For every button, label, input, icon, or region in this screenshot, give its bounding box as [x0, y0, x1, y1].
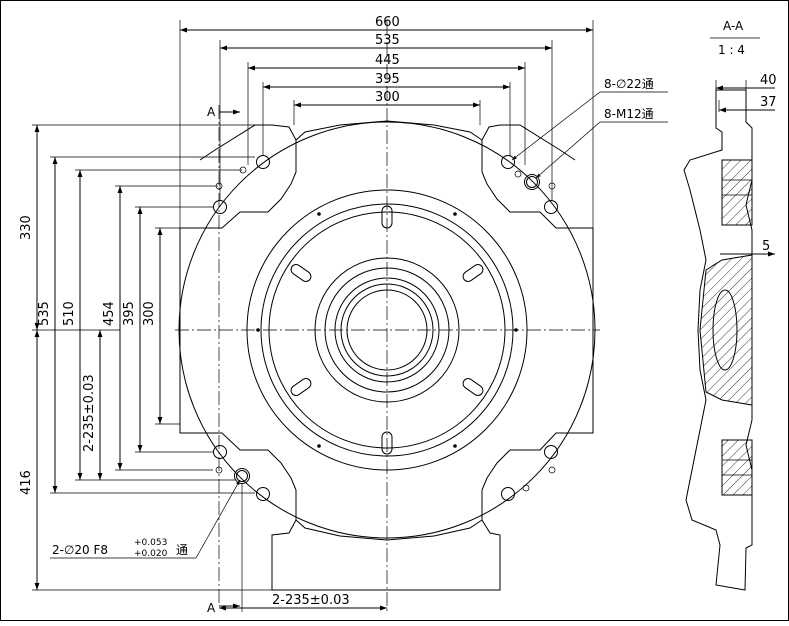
- main-view: A A: [175, 20, 600, 615]
- hole-22: [213, 445, 227, 459]
- section-scale: 1 : 4: [718, 43, 745, 57]
- hole-22: [544, 200, 558, 214]
- hole-22: [213, 200, 227, 214]
- hatch-lower-block: [721, 439, 753, 496]
- slot-lower-left: [290, 378, 312, 396]
- dim-330: 330: [19, 215, 34, 240]
- corner-holes: [213, 155, 558, 501]
- section-marker-top: A: [207, 105, 216, 119]
- hole-m12-inner: [526, 176, 538, 188]
- dim-535: 535: [375, 33, 400, 48]
- flange-ring-outer: [246, 189, 528, 471]
- slot-lower-right: [462, 378, 484, 396]
- hole-22: [501, 155, 515, 169]
- dim-235-tolerance-vertical: 2-235±0.03: [82, 374, 97, 452]
- dim-395: 395: [375, 72, 400, 87]
- plate-top-edge: [295, 120, 483, 141]
- bore-ring-outer: [334, 277, 440, 383]
- bottom-dimension: 2-235±0.03: [219, 484, 387, 612]
- callout-fit-suffix: 通: [176, 543, 188, 557]
- callout-holes-22: 8-∅22通: [604, 77, 654, 91]
- hole-f8-inner: [236, 470, 248, 482]
- small-hole: [548, 466, 556, 474]
- left-dimensions: 330 535 510 454 395 300 2-235±0.03 416: [19, 124, 272, 591]
- section-bore: [712, 289, 738, 371]
- section-marker-bottom: A: [207, 601, 216, 615]
- section-label: A-A: [723, 19, 744, 33]
- boss-ring-outer: [314, 257, 460, 403]
- dim-395-vertical: 395: [122, 301, 137, 326]
- bore-ring-core: [346, 289, 428, 371]
- dim-454: 454: [102, 301, 117, 326]
- outer-circle: [178, 121, 596, 539]
- callouts: 8-∅22通 8-M12通 2-∅20 F8 +0.053 +0.020 通: [50, 77, 668, 559]
- dim-5: 5: [762, 239, 770, 254]
- slot-upper-left: [290, 264, 312, 282]
- callout-fit-main: 2-∅20 F8: [52, 543, 108, 557]
- small-hole: [514, 170, 522, 178]
- bore-ring-inner: [340, 283, 434, 377]
- hole-f8: [234, 468, 250, 484]
- slot-upper-right: [462, 264, 484, 282]
- hole-22: [256, 155, 270, 169]
- hole-22: [501, 487, 515, 501]
- dim-37: 37: [760, 95, 777, 110]
- dim-535-vertical: 535: [37, 301, 52, 326]
- dim-300-vertical: 300: [142, 301, 157, 326]
- hatch-upper-block: [721, 159, 753, 226]
- top-dimensions: 660 535 445 395 300: [179, 15, 594, 228]
- flange-ring-mid: [260, 203, 514, 457]
- dim-300: 300: [375, 90, 400, 105]
- callout-holes-m12: 8-M12通: [604, 107, 654, 121]
- small-hole: [522, 484, 530, 492]
- dim-510: 510: [62, 301, 77, 326]
- hole-22: [256, 487, 270, 501]
- slot-top: [381, 205, 393, 229]
- callout-fit-upper: +0.053: [134, 538, 167, 548]
- dim-445: 445: [375, 53, 400, 68]
- plate-bottom-edge: [295, 519, 483, 541]
- hatch-center-block: [699, 254, 753, 406]
- dim-40: 40: [760, 73, 777, 88]
- dim-660: 660: [375, 15, 400, 30]
- flange-ring-inner: [268, 211, 506, 449]
- flange-pin-dots: [256, 212, 518, 448]
- slot-bottom: [381, 431, 393, 455]
- section-view: A-A 1 : 4 40 37 5: [683, 19, 777, 591]
- callout-fit-lower: +0.020: [134, 549, 168, 559]
- hole-22: [544, 445, 558, 459]
- hole-m12: [524, 174, 540, 190]
- radial-slots: [290, 205, 484, 455]
- dim-416: 416: [19, 470, 34, 495]
- dim-235-tolerance-horizontal: 2-235±0.03: [272, 593, 350, 608]
- boss-ring-mid: [324, 267, 450, 393]
